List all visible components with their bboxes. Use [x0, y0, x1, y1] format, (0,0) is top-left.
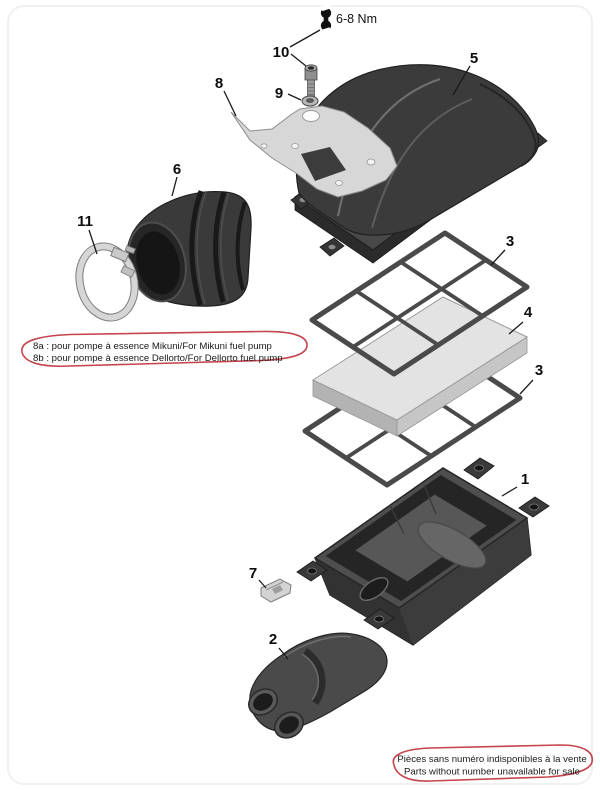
part-sleeve — [126, 190, 252, 307]
clamp-screw — [124, 245, 136, 255]
cover-tab-hole — [328, 244, 336, 250]
clamp-fitting — [120, 265, 136, 278]
clip-detail — [265, 581, 284, 591]
leader-line — [452, 65, 471, 96]
callout-3-upper[interactable]: 3 — [490, 233, 514, 266]
part-clip — [260, 578, 292, 603]
leader-line — [88, 229, 98, 255]
housing-front-wall — [315, 558, 413, 645]
sleeve-rib — [213, 191, 227, 303]
callout-number[interactable]: 1 — [521, 471, 529, 488]
callout-number[interactable]: 5 — [470, 50, 478, 67]
torque-value: 6-8 Nm — [336, 12, 377, 26]
callout-3-lower[interactable]: 3 — [519, 362, 543, 395]
callout-number[interactable]: 10 — [273, 44, 290, 61]
callout-number[interactable]: 3 — [506, 233, 514, 250]
torque-leader-line — [289, 29, 321, 48]
torque-note: 6-8 Nm — [289, 3, 377, 48]
housing-tab-hole — [474, 464, 484, 472]
callout-8[interactable]: 8 — [215, 75, 237, 117]
callout-2[interactable]: 2 — [269, 631, 289, 660]
note-line: 8a : pour pompe à essence Mikuni/For Mik… — [33, 341, 272, 352]
bracket-cutout — [301, 147, 346, 181]
housing-floor-boss — [417, 521, 487, 569]
note-fuel-pump: 8a : pour pompe à essence Mikuni/For Mik… — [21, 330, 308, 368]
note-unavailable: Pièces sans numéro indisponibles à la ve… — [392, 744, 593, 782]
wrench-icon — [320, 3, 332, 35]
duct-band — [302, 648, 326, 705]
part-washer — [301, 95, 319, 107]
callout-number[interactable]: 2 — [269, 631, 277, 648]
bolt-shaft — [307, 79, 315, 97]
part-bracket — [230, 105, 398, 198]
leader-line — [278, 647, 289, 660]
bracket-bolt-hole — [302, 110, 320, 122]
leader-line — [490, 249, 506, 266]
callout-number[interactable]: 7 — [249, 565, 257, 582]
leader-line — [290, 53, 307, 67]
leader-line — [508, 321, 524, 335]
duct-outlet-bore — [253, 693, 273, 711]
note-line: 8b : pour pompe à essence Dellorto/For D… — [33, 353, 283, 364]
callout-number[interactable]: 4 — [524, 304, 533, 321]
callout-6[interactable]: 6 — [171, 161, 181, 197]
note-line: Parts without number unavailable for sal… — [404, 767, 580, 778]
note-outline — [392, 744, 593, 782]
cover-edge-shade — [479, 83, 537, 167]
callout-10[interactable]: 10 — [273, 44, 307, 67]
washer-hole — [306, 98, 314, 103]
clamp-band-outer-edge — [75, 242, 139, 322]
callout-number[interactable]: 3 — [535, 362, 543, 379]
sleeve-bore — [136, 231, 180, 295]
sleeve-rib — [235, 201, 247, 291]
bracket-hole — [335, 180, 343, 186]
duct-band-highlight — [301, 653, 320, 701]
part-hose-clamp — [75, 242, 139, 322]
clamp-screw-housing — [110, 246, 130, 263]
note-line: Pièces sans numéro indisponibles à la ve… — [397, 754, 586, 765]
callout-9[interactable]: 9 — [275, 85, 302, 102]
bracket-hole — [291, 143, 299, 149]
sleeve-rib — [189, 190, 204, 306]
part-airbox-housing — [296, 457, 550, 646]
part-intake-duct — [248, 632, 388, 739]
housing-inlet-hole — [359, 577, 389, 601]
duct-outlet-bore — [279, 716, 299, 734]
leader-line — [258, 579, 267, 589]
leader-line — [519, 379, 534, 395]
housing-tab-hole — [529, 503, 539, 511]
callout-5[interactable]: 5 — [452, 50, 478, 96]
part-bolt — [304, 64, 318, 97]
sleeve-rib-highlight — [219, 192, 230, 301]
leader-line — [223, 90, 237, 117]
bracket-hole — [260, 143, 268, 149]
leader-line — [287, 93, 302, 101]
callout-number[interactable]: 6 — [173, 161, 181, 178]
duct-highlight — [283, 635, 352, 658]
housing-tab-hole — [307, 567, 317, 575]
callout-7[interactable]: 7 — [249, 565, 267, 589]
callout-number[interactable]: 9 — [275, 85, 283, 102]
bracket-hole — [366, 158, 376, 166]
note-outline — [21, 330, 308, 368]
leader-line — [501, 486, 518, 497]
bolt-socket — [307, 66, 315, 70]
cover-crease — [371, 98, 473, 229]
callout-11[interactable]: 11 — [77, 213, 98, 255]
frame-grid — [351, 258, 488, 349]
clip-slot — [272, 585, 283, 594]
part-filter-frame-upper — [309, 230, 530, 377]
callout-number[interactable]: 11 — [77, 213, 93, 230]
callout-4[interactable]: 4 — [508, 304, 533, 335]
housing-tab-hole — [374, 615, 384, 623]
leader-line — [171, 176, 178, 197]
clamp-band — [75, 242, 139, 322]
bolt-threads — [307, 83, 315, 95]
housing-right-wall — [399, 518, 531, 645]
housing-wall-ribs — [389, 484, 437, 535]
callout-number[interactable]: 8 — [215, 75, 223, 92]
sleeve-rib-highlight — [196, 191, 207, 305]
callout-1[interactable]: 1 — [501, 471, 529, 497]
